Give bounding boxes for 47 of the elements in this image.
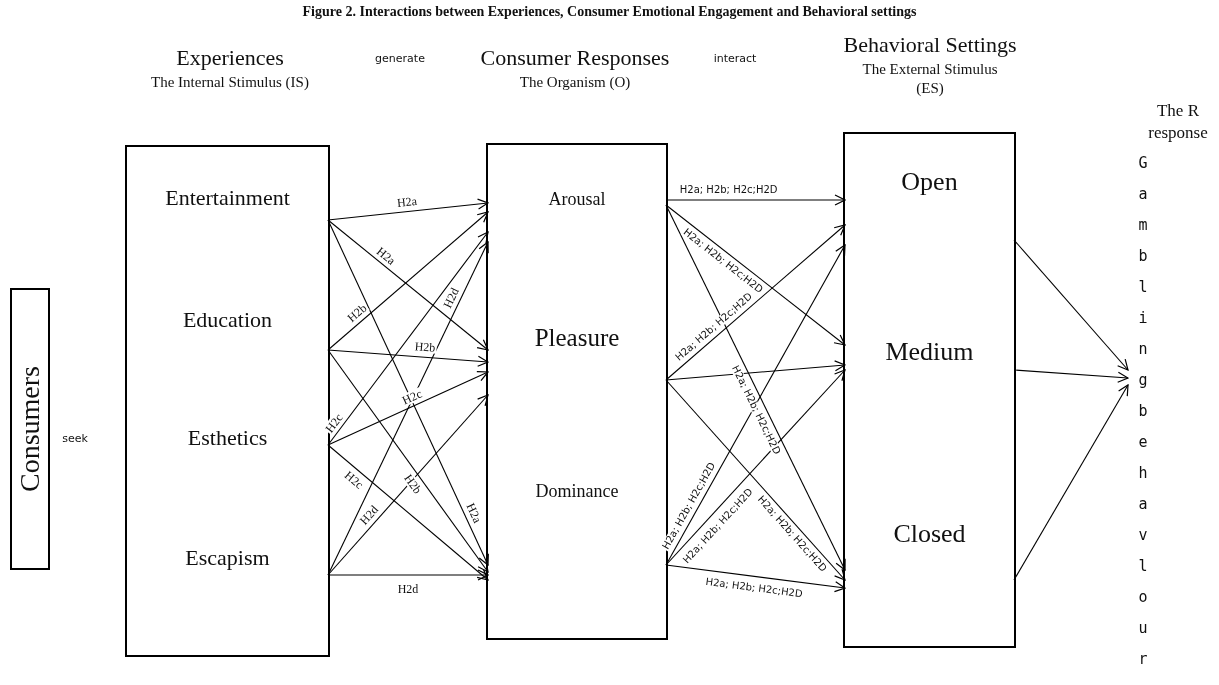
edge-label: H2c xyxy=(341,467,366,492)
edge-label: H2a; H2b; H2c;H2D xyxy=(703,577,805,600)
factor-label: Pleasure xyxy=(534,324,620,351)
actor-box xyxy=(10,288,50,570)
arrow xyxy=(1013,239,1129,371)
edge-label: H2c xyxy=(399,386,425,407)
arrow xyxy=(327,198,489,221)
factor-label: Closed xyxy=(893,519,966,548)
stage-subheading: The External Stimulus (ES) xyxy=(861,60,999,98)
arrow xyxy=(327,569,489,581)
arrow xyxy=(665,194,846,206)
factor-label: Esthetics xyxy=(187,425,268,450)
arrow xyxy=(665,360,846,381)
column-heading: The R response xyxy=(1147,100,1209,144)
verb-label: seek xyxy=(62,432,88,445)
stage-heading: Consumer Responses xyxy=(480,45,670,71)
arrow xyxy=(327,444,489,581)
edge-label: H2d xyxy=(440,285,462,311)
factor-label: Open xyxy=(901,167,958,196)
factor-label: Education xyxy=(182,307,273,332)
edge-label: H2a; H2b; H2c;H2D xyxy=(678,185,779,195)
arrow xyxy=(327,349,489,367)
factor-label: Medium xyxy=(885,337,974,366)
stage-subheading: The Internal Stimulus (IS) xyxy=(150,73,310,92)
verb-label: generate xyxy=(375,52,425,65)
arrow xyxy=(327,371,489,446)
figure-title: Figure 2. Interactions between Experiences, Consumer Emotional Engagement and Behavioral settings xyxy=(301,4,918,20)
arrow xyxy=(327,231,489,446)
stage-heading: Experiences xyxy=(176,45,284,71)
factor-label: Entertainment xyxy=(165,185,290,210)
factor-label: Escapism xyxy=(185,545,270,570)
actor-label: Consumers xyxy=(14,366,46,492)
arrow xyxy=(327,394,489,576)
edge-label: H2b xyxy=(413,340,437,355)
stage-subheading: The Organism (O) xyxy=(518,73,632,92)
edge-label: H2d xyxy=(396,583,420,595)
arrow xyxy=(665,564,846,593)
edge-label: H2a xyxy=(395,194,419,209)
edge-label: H2d xyxy=(357,502,382,528)
verb-label: interact xyxy=(713,52,757,65)
arrow xyxy=(1013,369,1129,383)
factor-label: Arousal xyxy=(548,189,606,209)
vertical-label: Gamblingbehavlour xyxy=(1137,153,1149,670)
arrow xyxy=(665,204,846,346)
arrow xyxy=(665,224,846,381)
factor-label: Dominance xyxy=(535,481,619,501)
stage-heading: Behavioral Settings xyxy=(843,32,1017,58)
